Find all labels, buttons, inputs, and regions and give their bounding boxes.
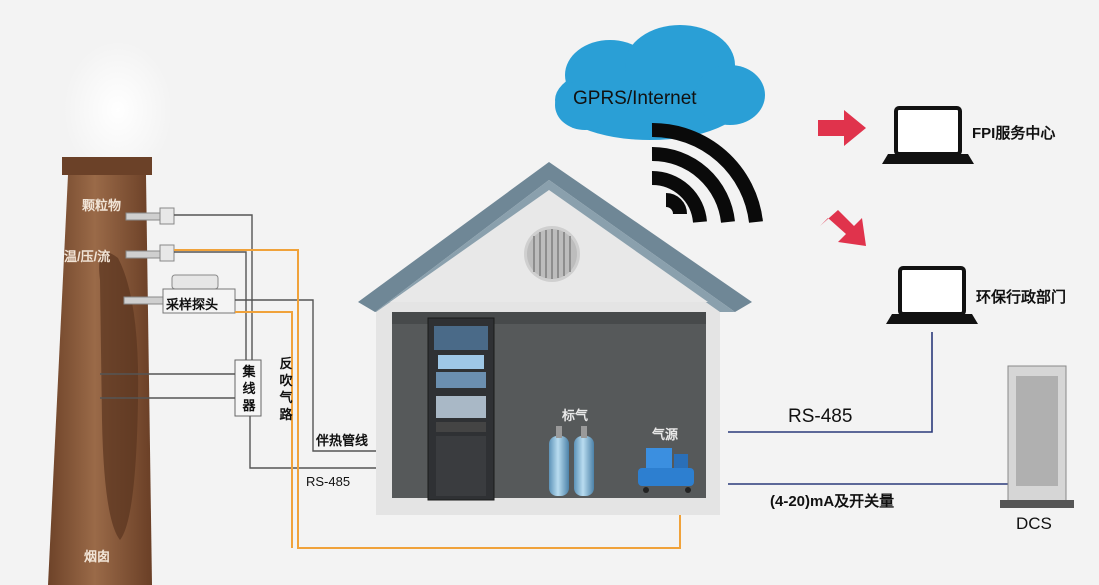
chimney-label: 烟囱 [84, 549, 111, 564]
laptop-fpi-icon [882, 106, 974, 164]
std-gas-cylinders [549, 426, 594, 496]
rs485-left-label: RS-485 [306, 474, 351, 489]
backflush-label: 反 吹 气 路 [277, 355, 295, 423]
probe-particulate [125, 207, 175, 225]
backflush-char-4: 路 [279, 407, 293, 422]
junction-char-1: 集 [242, 364, 256, 379]
sampling-probe-label: 采样探头 [166, 297, 219, 312]
junction-char-2: 线 [242, 381, 256, 396]
laptop-env-icon [886, 266, 978, 324]
heat-trace-label: 伴热管线 [316, 433, 369, 448]
chimney [48, 157, 152, 585]
dcs-label: DCS [1016, 514, 1052, 533]
arrow-to-env-dept-icon [820, 210, 866, 246]
std-gas-label: 标气 [562, 408, 589, 423]
smoke [63, 40, 173, 180]
env-dept-label: 环保行政部门 [976, 289, 1067, 306]
wireless-signal-icon [651, 122, 763, 223]
cloud [555, 25, 765, 140]
backflush-char-3: 气 [279, 390, 293, 405]
particulate-label: 颗粒物 [82, 198, 122, 213]
analog-switch-label: (4-20)mA及开关量 [770, 493, 895, 510]
backflush-char-2: 吹 [279, 373, 293, 388]
output-lines [728, 332, 1008, 485]
backflush-char-1: 反 [279, 356, 293, 371]
air-compressor [638, 448, 694, 493]
sampling-probe-unit [123, 274, 236, 314]
junction-box-label: 集 线 器 [240, 363, 258, 414]
junction-char-3: 器 [242, 398, 256, 413]
junction-box [234, 359, 262, 417]
temp-pressure-flow-label: 温/压/流 [64, 249, 111, 264]
fpi-center-label: FPI服务中心 [972, 125, 1056, 142]
arrow-to-fpi-icon [818, 110, 866, 146]
probe-temp-pressure-flow [125, 244, 175, 262]
air-source-label: 气源 [652, 427, 679, 442]
roof-vent [524, 226, 580, 282]
rs485-right-label: RS-485 [788, 406, 853, 427]
analyzer-cabinet [427, 317, 495, 501]
cloud-label: GPRS/Internet [573, 88, 697, 109]
dcs-server-icon [1000, 365, 1074, 508]
gas-lines [174, 249, 681, 549]
